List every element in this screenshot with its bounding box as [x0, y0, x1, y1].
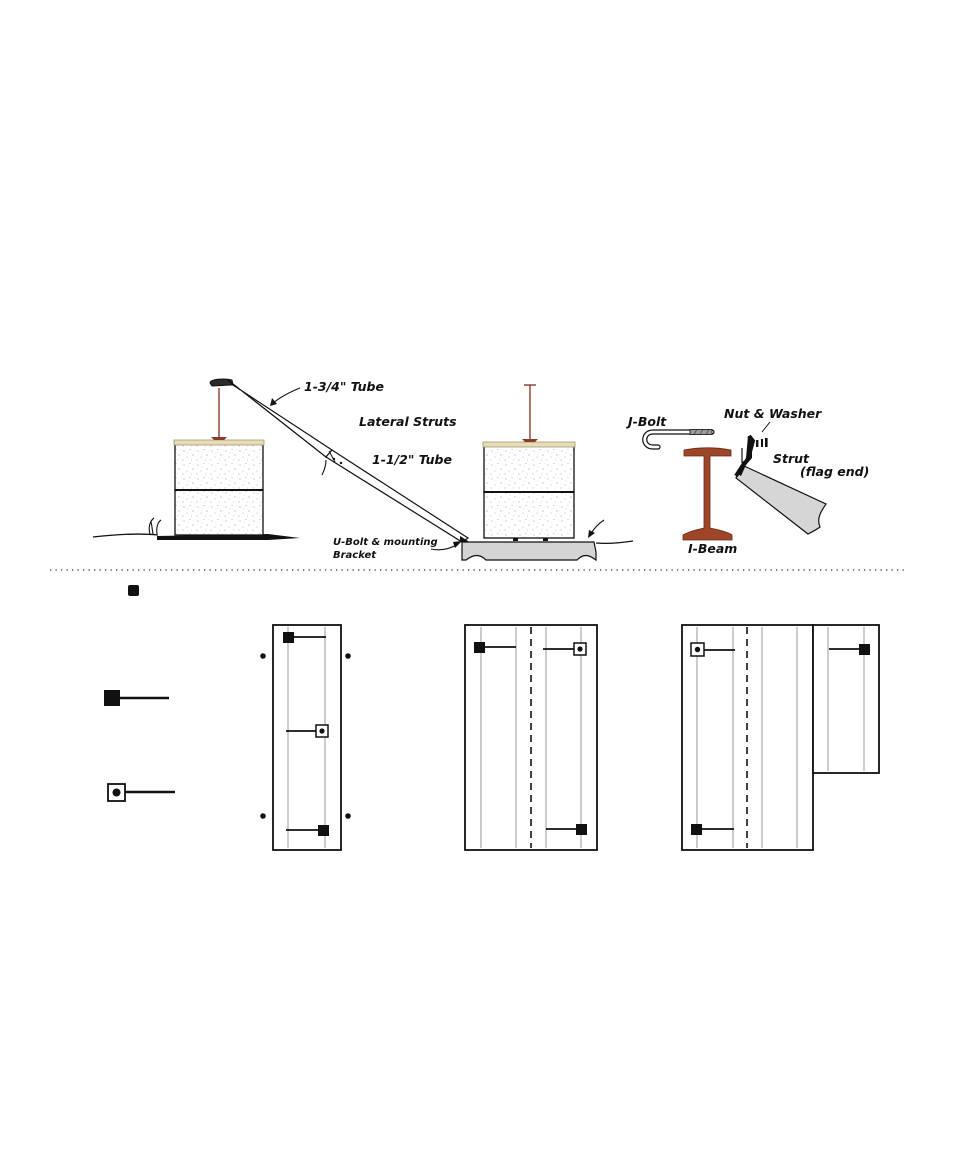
hive-lid-left [174, 440, 264, 445]
strut-bolt-hole [340, 462, 342, 464]
mounting-bracket [462, 542, 596, 560]
strut-top-clamp-icon [210, 379, 233, 386]
leader-large-tube-arrow [270, 398, 277, 406]
left-hive [93, 379, 300, 540]
corner-post [260, 813, 266, 819]
grass-tuft-icon [149, 518, 161, 534]
plan-single-hive [260, 625, 351, 850]
label-ubolt-line2: Bracket [333, 550, 377, 561]
hive-box-lower-left [175, 490, 263, 535]
ground-line-right [596, 541, 633, 543]
label-jbolt: J-Bolt [625, 414, 667, 429]
legend-marker-icon [128, 585, 139, 596]
nut-washer-icon [756, 438, 768, 447]
leader-ubolt-arrow [453, 541, 462, 548]
label-lateral-struts: Lateral Struts [359, 414, 457, 429]
corner-post [345, 653, 351, 659]
legend-open-strut-icon [108, 784, 175, 801]
rod-washer-left [211, 437, 227, 440]
label-ubolt-line1: U-Bolt & mounting [333, 537, 438, 548]
label-ibeam: I-Beam [688, 541, 737, 556]
hive-box-lower-right [484, 492, 574, 538]
plan-double-hive [465, 625, 597, 850]
label-flag-end: (flag end) [800, 464, 869, 479]
ibeam-icon [683, 448, 732, 540]
legend [104, 585, 175, 801]
hive-box-upper-right [484, 446, 574, 492]
hive-box-upper-left [175, 444, 263, 490]
hive-lid-right [483, 442, 575, 447]
strut-bolt-hole [333, 458, 335, 460]
ground-line-left [93, 534, 158, 537]
legend-filled-strut-icon [104, 690, 169, 706]
leader-right-hive [591, 520, 604, 534]
right-hive [462, 385, 633, 560]
corner-post [345, 813, 351, 819]
corner-post [260, 653, 266, 659]
leader-small-tube [322, 460, 326, 475]
leader-nut-washer [762, 422, 770, 432]
plan-l-layout [682, 625, 879, 850]
leader-large-tube [272, 388, 300, 404]
label-large-tube: 1-3/4" Tube [304, 379, 384, 394]
label-nut-washer: Nut & Washer [724, 406, 822, 421]
jbolt-icon [645, 429, 712, 447]
leader-right-hive-arrow [588, 530, 595, 538]
label-small-tube: 1-1/2" Tube [372, 452, 452, 467]
rod-washer-right [522, 439, 538, 442]
